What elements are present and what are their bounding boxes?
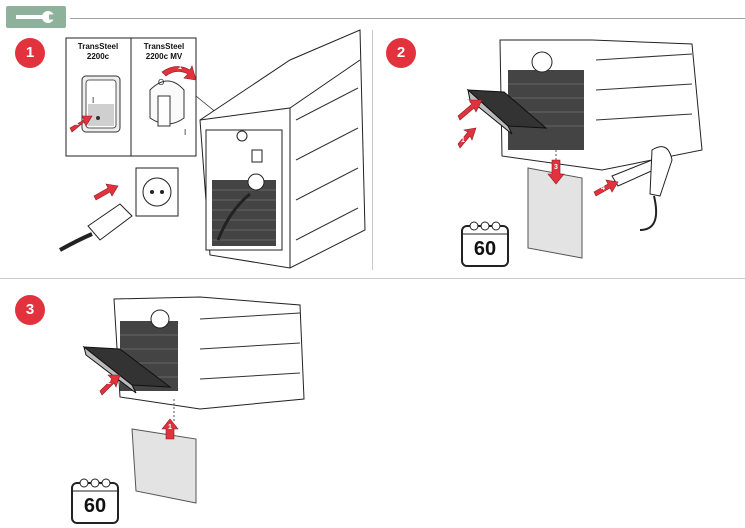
switch-mark-off: O bbox=[158, 78, 165, 87]
timer-value: 60 bbox=[83, 495, 107, 517]
inset-label-2200c-mv: TransSteel 2200c MV bbox=[143, 42, 185, 61]
timer-icon bbox=[71, 478, 119, 524]
header-rule bbox=[70, 18, 745, 19]
step-3-badge: 3 bbox=[15, 295, 45, 325]
timer-icon bbox=[461, 221, 509, 267]
timer-value: 60 bbox=[473, 238, 497, 260]
callout-2-3: 3 bbox=[554, 164, 558, 171]
power-plug-illustration bbox=[59, 167, 179, 252]
switch-mark-on-mv: I bbox=[184, 128, 187, 137]
callout-1b: 1 bbox=[178, 64, 182, 71]
switch-mark-on: I bbox=[92, 96, 95, 105]
arrow-icon bbox=[69, 65, 197, 133]
welding-machine-illustration bbox=[199, 29, 366, 269]
wrench-icon bbox=[16, 11, 57, 23]
switch-inset-panel bbox=[65, 37, 251, 157]
callout-2-4: 4 bbox=[601, 185, 605, 192]
step-1-illustration: TransSteel 2200c TransSteel 2200c MV I O… bbox=[0, 0, 372, 278]
callout-3-1: 1 bbox=[168, 424, 172, 431]
step-2-badge: 2 bbox=[386, 38, 416, 68]
step-1-badge: 1 bbox=[15, 38, 45, 68]
callout-2-1: 1 bbox=[461, 137, 465, 144]
row-divider bbox=[0, 278, 745, 279]
filter-removal-illustration bbox=[457, 39, 703, 267]
step-3-illustration: 1 2 60 bbox=[0, 279, 372, 528]
column-divider bbox=[372, 30, 373, 270]
filter-reinstall-illustration bbox=[71, 296, 305, 524]
step-2-illustration: 2 1 3 4 60 bbox=[372, 0, 745, 278]
callout-1a: 1 bbox=[75, 120, 79, 127]
callout-2-2: 2 bbox=[466, 100, 470, 107]
maintenance-tab bbox=[6, 6, 66, 28]
inset-label-2200c: TransSteel 2200c bbox=[77, 42, 119, 61]
callout-3-2: 2 bbox=[107, 379, 111, 386]
